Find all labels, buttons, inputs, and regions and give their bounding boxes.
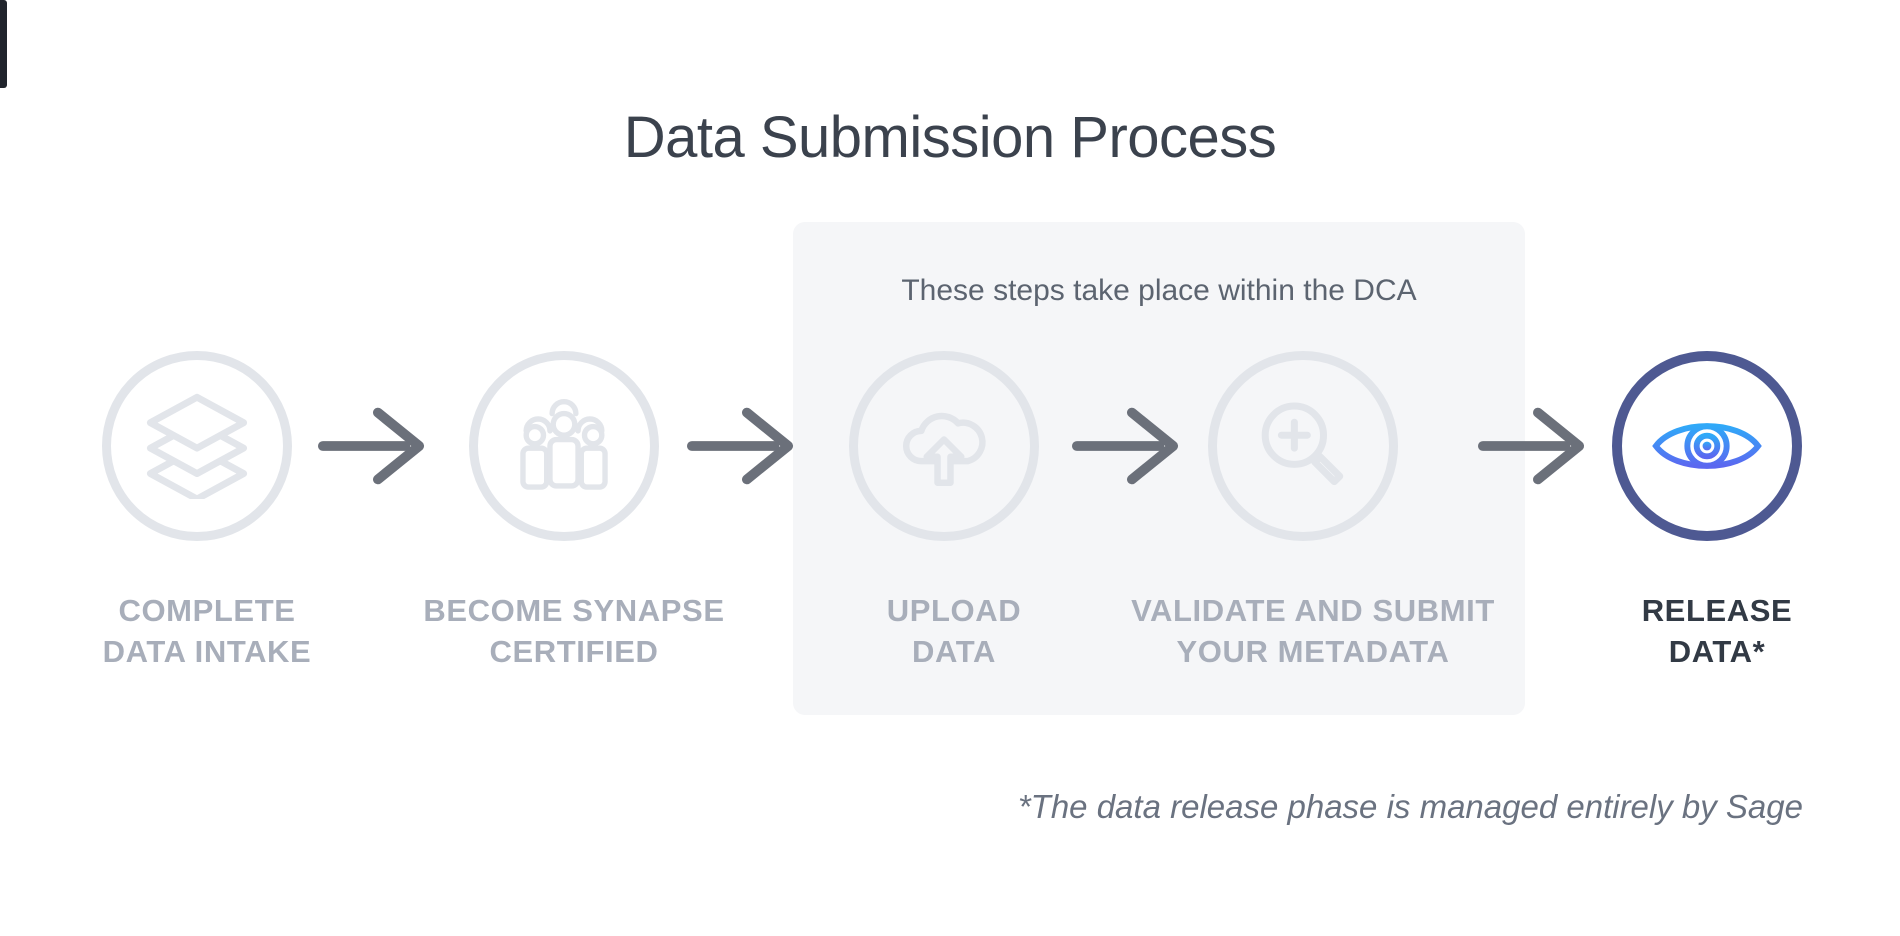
step-circle bbox=[469, 351, 659, 541]
cloud-upload-icon bbox=[903, 412, 986, 486]
footnote: *The data release phase is managed entir… bbox=[1017, 788, 1803, 825]
label-line: UPLOAD bbox=[886, 593, 1022, 628]
step-label-become-synapse-certified: BECOME SYNAPSE CERTIFIED bbox=[384, 590, 764, 672]
label-line: DATA bbox=[912, 634, 996, 669]
label-line: DATA* bbox=[1668, 634, 1766, 669]
step-complete-data-intake bbox=[102, 351, 292, 541]
label-line: VALIDATE AND SUBMIT bbox=[1131, 593, 1495, 628]
step-label-validate-and-submit-your-metadata: VALIDATE AND SUBMIT YOUR METADATA bbox=[1123, 590, 1503, 672]
step-release-data bbox=[1612, 351, 1802, 541]
label-line: CERTIFIED bbox=[489, 634, 659, 669]
step-label-release-data: RELEASE DATA* bbox=[1527, 590, 1900, 672]
label-line: RELEASE bbox=[1641, 593, 1793, 628]
page-title: Data Submission Process bbox=[623, 105, 1277, 170]
dca-caption: These steps take place within the DCA bbox=[901, 274, 1417, 307]
group-icon bbox=[520, 399, 608, 490]
arrow-right-icon bbox=[317, 407, 425, 485]
step-label-complete-data-intake: COMPLETE DATA INTAKE bbox=[17, 590, 397, 672]
arrow-right-icon bbox=[1477, 407, 1585, 485]
layers-icon bbox=[146, 393, 248, 499]
magnifier-plus-icon bbox=[1261, 402, 1344, 486]
label-line: YOUR METADATA bbox=[1176, 634, 1450, 669]
step-upload-data bbox=[849, 351, 1039, 541]
arrow-right-icon bbox=[686, 407, 794, 485]
step-become-synapse-certified bbox=[469, 351, 659, 541]
label-line: DATA INTAKE bbox=[102, 634, 312, 669]
step-label-upload-data: UPLOAD DATA bbox=[764, 590, 1144, 672]
step-circle bbox=[849, 351, 1039, 541]
step-circle-highlighted bbox=[1612, 351, 1802, 541]
step-validate-and-submit-your-metadata bbox=[1208, 351, 1398, 541]
label-line: BECOME SYNAPSE bbox=[423, 593, 725, 628]
step-circle bbox=[1208, 351, 1398, 541]
eye-icon bbox=[1652, 423, 1762, 469]
screen-edge-artifact bbox=[0, 0, 7, 88]
label-line: COMPLETE bbox=[118, 593, 296, 628]
step-circle bbox=[102, 351, 292, 541]
arrow-right-icon bbox=[1071, 407, 1179, 485]
